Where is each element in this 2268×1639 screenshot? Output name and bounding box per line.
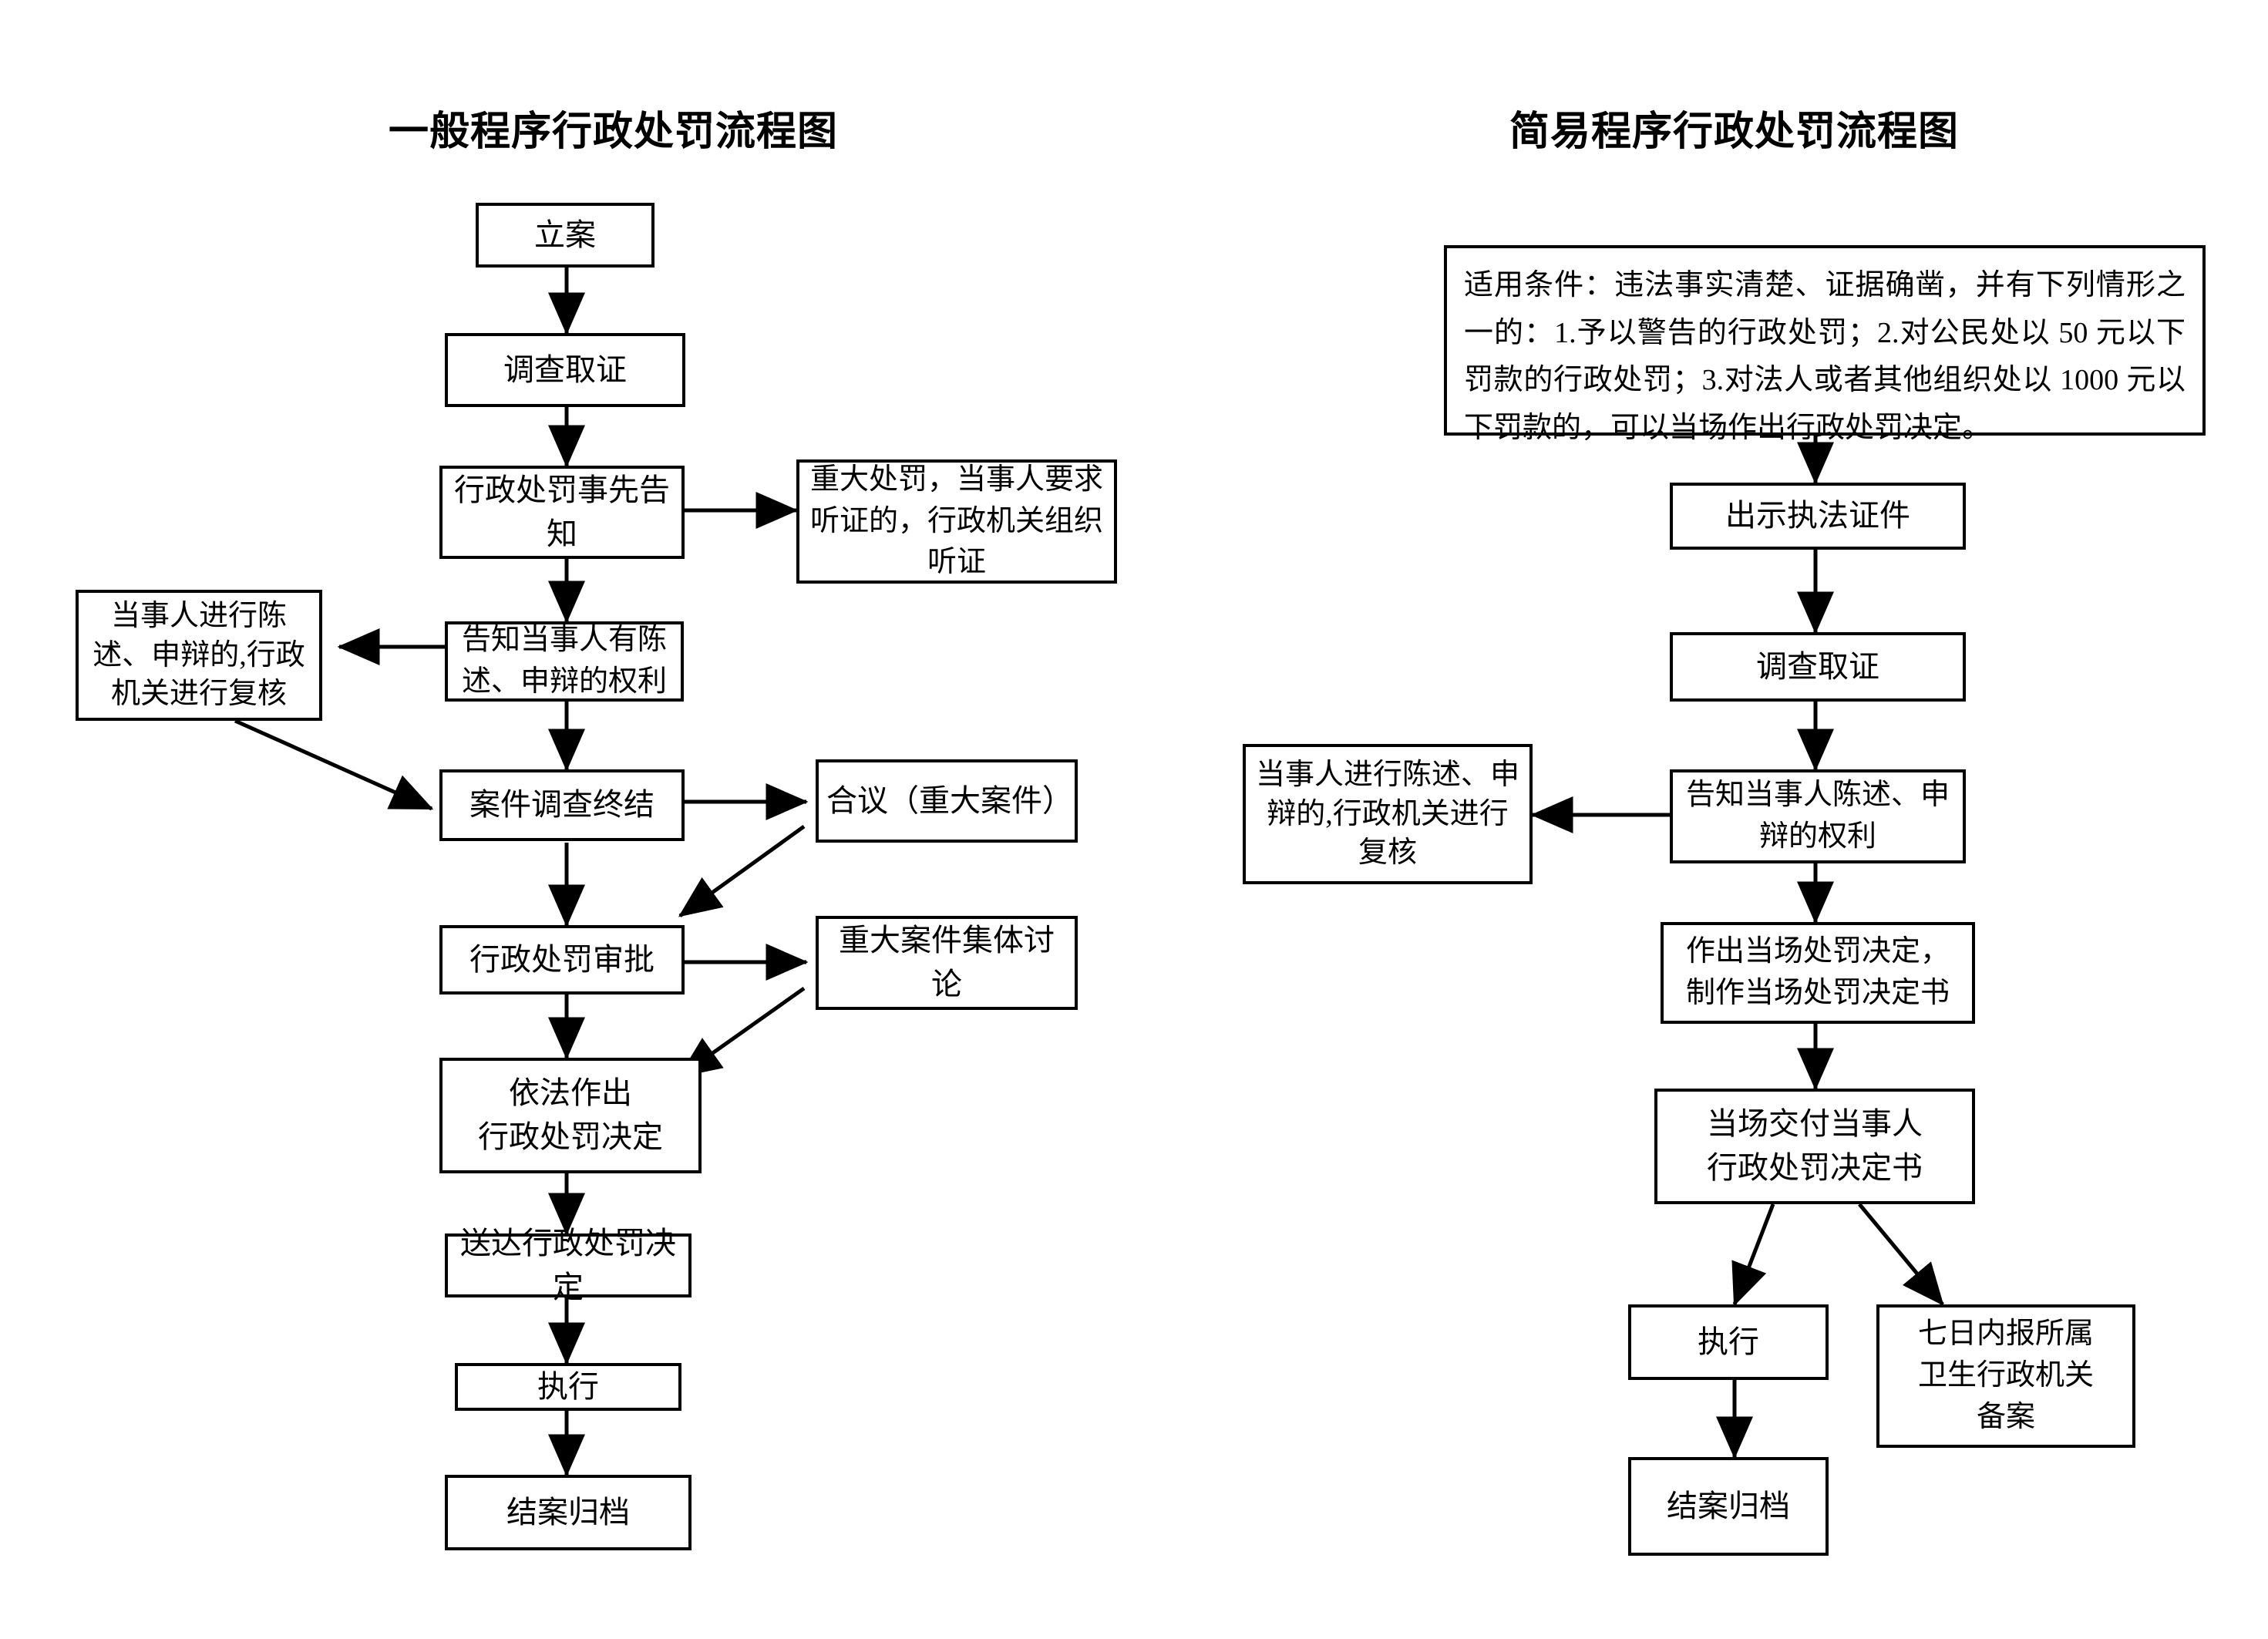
node-notify-statement-right[interactable]: 告知当事人有陈述、申辩的权利 (445, 621, 684, 702)
node-prior-notification[interactable]: 行政处罚事先告知 (439, 466, 685, 559)
node-major-case-group-discussion[interactable]: 重大案件集体讨论 (816, 916, 1078, 1010)
node-party-statement-review-simple[interactable]: 当事人进行陈述、申辩的,行政机关进行复核 (1243, 744, 1533, 884)
chart-title-simple-procedure: 简易程序行政处罚流程图 (1509, 109, 1960, 154)
node-collegiate-discussion[interactable]: 合议（重大案件） (816, 759, 1078, 843)
node-on-the-spot-decision[interactable]: 作出当场处罚决定， 制作当场处罚决定书 (1661, 922, 1975, 1024)
node-deliver-decision-on-spot[interactable]: 当场交付当事人 行政处罚决定书 (1654, 1089, 1975, 1204)
node-case-filing[interactable]: 立案 (476, 203, 654, 268)
node-investigation-evidence-simple[interactable]: 调查取证 (1670, 632, 1966, 702)
node-issue-penalty-decision[interactable]: 依法作出 行政处罚决定 (439, 1058, 702, 1173)
node-major-penalty-hearing[interactable]: 重大处罚，当事人要求听证的，行政机关组织听证 (796, 459, 1117, 584)
node-enforcement-general[interactable]: 执行 (455, 1363, 681, 1411)
node-party-statement-review[interactable]: 当事人进行陈述、申辩的,行政机关进行复核 (76, 590, 322, 721)
node-investigation-evidence[interactable]: 调查取证 (445, 333, 685, 407)
node-investigation-concluded[interactable]: 案件调查终结 (439, 769, 685, 841)
node-penalty-approval[interactable]: 行政处罚审批 (439, 925, 685, 995)
chart-title-general-procedure: 一般程序行政处罚流程图 (389, 109, 839, 154)
node-applicable-conditions[interactable]: 适用条件：违法事实清楚、证据确凿，并有下列情形之一的：1.予以警告的行政处罚；2… (1444, 245, 2206, 444)
node-close-archive-simple[interactable]: 结案归档 (1628, 1457, 1829, 1556)
node-serve-penalty-decision[interactable]: 送达行政处罚决定 (445, 1226, 692, 1304)
node-show-credentials[interactable]: 出示执法证件 (1670, 483, 1966, 550)
node-notify-statement-right-simple[interactable]: 告知当事人陈述、申辩的权利 (1670, 769, 1966, 863)
node-enforcement-simple[interactable]: 执行 (1628, 1304, 1829, 1380)
node-report-to-health-authority[interactable]: 七日内报所属 卫生行政机关 备案 (1876, 1304, 2135, 1448)
node-close-archive-general[interactable]: 结案归档 (445, 1475, 692, 1550)
